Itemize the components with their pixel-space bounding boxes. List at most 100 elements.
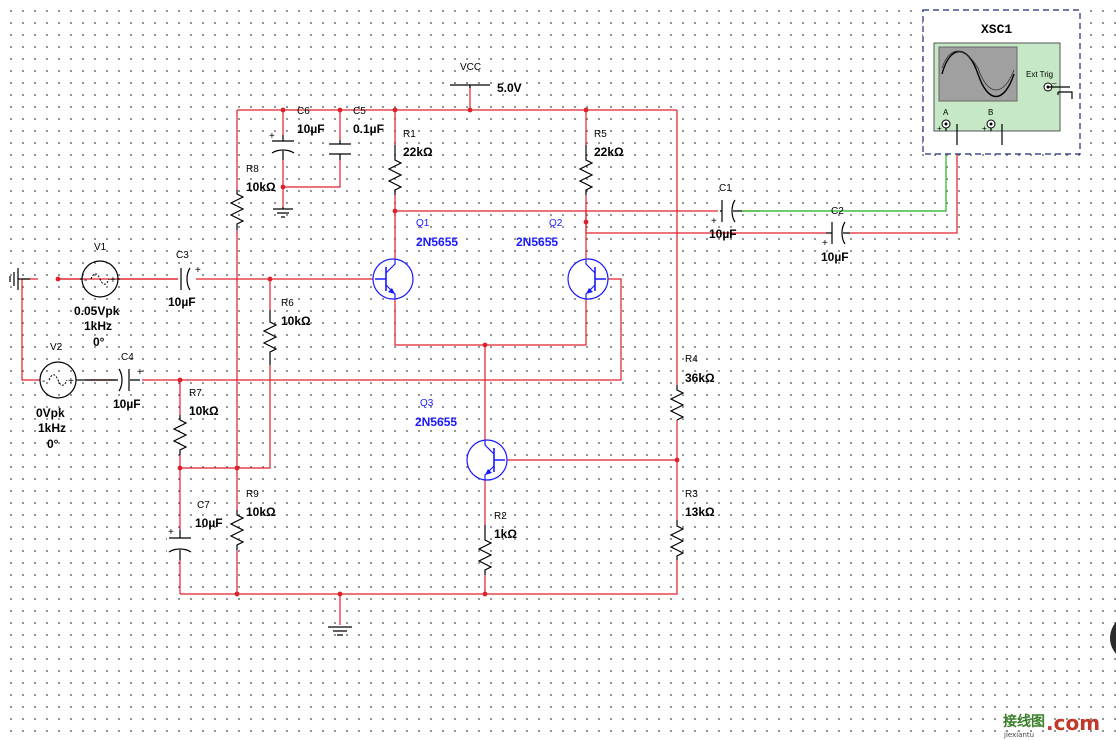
capacitor-c1-value: 10µF: [709, 227, 737, 241]
source-v1-phase: 0°: [93, 335, 105, 349]
edge-control-icon[interactable]: [1110, 614, 1116, 662]
source-v1-freq: 1kHz: [84, 319, 112, 333]
capacitor-c7[interactable]: + C7 10µF: [167, 500, 223, 560]
watermark-pinyin: jiexiantu: [1003, 731, 1034, 739]
capacitor-c3[interactable]: + C3 10µF: [168, 250, 201, 309]
transistor-q3[interactable]: Q3 2N5655: [415, 398, 508, 481]
resistor-r1[interactable]: R1 22kΩ: [387, 129, 433, 195]
resistor-r4-name: R4: [685, 354, 698, 365]
scope-waveform-icon: [941, 51, 1015, 97]
source-v2-name: V2: [50, 342, 63, 353]
resistor-r7[interactable]: R7 10kΩ: [172, 388, 219, 455]
transistor-q2-name: Q2: [549, 218, 563, 229]
svg-text:+: +: [269, 131, 275, 142]
vcc-value: 5.0V: [497, 81, 522, 95]
resistor-r6[interactable]: R6 10kΩ: [262, 298, 311, 365]
probe-wire-a: [740, 128, 947, 212]
wires: [21, 85, 958, 625]
resistor-r3-name: R3: [685, 489, 698, 500]
svg-text:-: -: [84, 275, 87, 286]
capacitor-c1-name: C1: [719, 183, 732, 194]
capacitor-c5-value: 0.1µF: [353, 122, 384, 136]
ground-bottom-icon: [328, 626, 352, 636]
transistor-q3-name: Q3: [420, 398, 434, 409]
scope-plus-a: +: [937, 124, 942, 133]
capacitor-c4-name: C4: [121, 352, 134, 363]
vcc-label: VCC: [460, 62, 481, 73]
ground-c6-icon: [273, 207, 293, 218]
resistor-r4[interactable]: R4 36kΩ: [669, 354, 715, 421]
transistor-q1[interactable]: Q1 2N5655: [372, 218, 458, 300]
resistor-r2[interactable]: R2 1kΩ: [477, 511, 517, 575]
resistor-r7-name: R7: [189, 388, 202, 399]
transistor-q2-model: 2N5655: [516, 235, 558, 249]
resistor-r1-value: 22kΩ: [403, 145, 433, 159]
capacitor-c1[interactable]: + C1 10µF: [709, 183, 742, 241]
svg-text:+: +: [822, 238, 828, 249]
ac-source-icon: [81, 260, 119, 298]
capacitor-c2-name: C2: [831, 206, 844, 217]
scope-ch-a-label: A: [943, 108, 949, 117]
source-v1-amp: 0.05Vpk: [74, 304, 120, 318]
resistor-r1-name: R1: [403, 129, 416, 140]
transistor-q2[interactable]: Q2 2N5655: [516, 218, 609, 300]
resistor-r8-value: 10kΩ: [246, 180, 276, 194]
capacitor-c7-name: C7: [197, 500, 210, 511]
resistor-r5-value: 22kΩ: [594, 145, 624, 159]
scope-ch-b-label: B: [988, 108, 993, 117]
resistor-r3[interactable]: R3 13kΩ: [669, 489, 715, 560]
capacitor-c4[interactable]: + C4 10µF: [85, 352, 143, 411]
source-v2[interactable]: - + V2 0Vpk 1kHz 0°: [36, 342, 85, 451]
source-v2-amp: 0Vpk: [36, 406, 65, 420]
resistor-r3-value: 13kΩ: [685, 505, 715, 519]
watermark-cn: 接线图: [1003, 713, 1045, 730]
resistor-r2-name: R2: [494, 511, 507, 522]
scope-title: XSC1: [981, 22, 1012, 37]
capacitor-c6-value: 10µF: [297, 122, 325, 136]
capacitor-c4-value: 10µF: [113, 397, 141, 411]
junctions: [55, 107, 680, 597]
resistor-r8-name: R8: [246, 164, 259, 175]
capacitor-c2-value: 10µF: [821, 250, 849, 264]
watermark-logo: 接线图 .com jiexiantu: [1003, 711, 1100, 739]
svg-text:+: +: [711, 216, 717, 227]
resistor-r6-value: 10kΩ: [281, 314, 311, 328]
scope-minus-ext: _: [1051, 75, 1057, 84]
resistor-r5[interactable]: R5 22kΩ: [578, 129, 624, 195]
resistor-r6-name: R6: [281, 298, 294, 309]
resistor-r9-value: 10kΩ: [246, 505, 276, 519]
svg-text:+: +: [195, 265, 201, 276]
resistor-r5-name: R5: [594, 129, 607, 140]
resistor-r9[interactable]: R9 10kΩ: [229, 489, 276, 550]
svg-text:+: +: [68, 376, 74, 387]
resistor-r9-name: R9: [246, 489, 259, 500]
scope-plus-b: +: [982, 124, 987, 133]
capacitor-c2[interactable]: + C2 10µF: [821, 206, 850, 264]
svg-text:+: +: [110, 275, 116, 286]
source-v1[interactable]: - + V1 0.05Vpk 1kHz 0°: [74, 242, 120, 349]
resistor-r8[interactable]: R8 10kΩ: [229, 164, 276, 230]
oscilloscope-xsc1[interactable]: XSC1 Ext Trig A B + + _: [922, 9, 1081, 155]
capacitor-c6[interactable]: + C6 10µF: [269, 106, 325, 160]
transistor-q3-model: 2N5655: [415, 415, 457, 429]
transistor-q1-model: 2N5655: [416, 235, 458, 249]
capacitor-c5-name: C5: [353, 106, 366, 117]
capacitor-c5[interactable]: C5 0.1µF: [328, 106, 384, 160]
source-v2-phase: 0°: [47, 437, 59, 451]
resistor-r2-value: 1kΩ: [494, 527, 517, 541]
scope-ext-trig-label: Ext Trig: [1026, 70, 1053, 79]
source-v1-name: V1: [94, 242, 107, 253]
svg-text:+: +: [168, 527, 174, 538]
svg-text:-: -: [42, 376, 45, 387]
capacitor-c3-value: 10µF: [168, 295, 196, 309]
source-v2-freq: 1kHz: [38, 421, 66, 435]
capacitor-c3-name: C3: [176, 250, 189, 261]
transistor-q1-name: Q1: [416, 218, 430, 229]
ground-left-icon: [9, 268, 30, 290]
capacitor-c7-value: 10µF: [195, 516, 223, 530]
resistor-r4-value: 36kΩ: [685, 371, 715, 385]
resistor-r7-value: 10kΩ: [189, 404, 219, 418]
vcc-symbol: VCC 5.0V: [450, 62, 522, 95]
